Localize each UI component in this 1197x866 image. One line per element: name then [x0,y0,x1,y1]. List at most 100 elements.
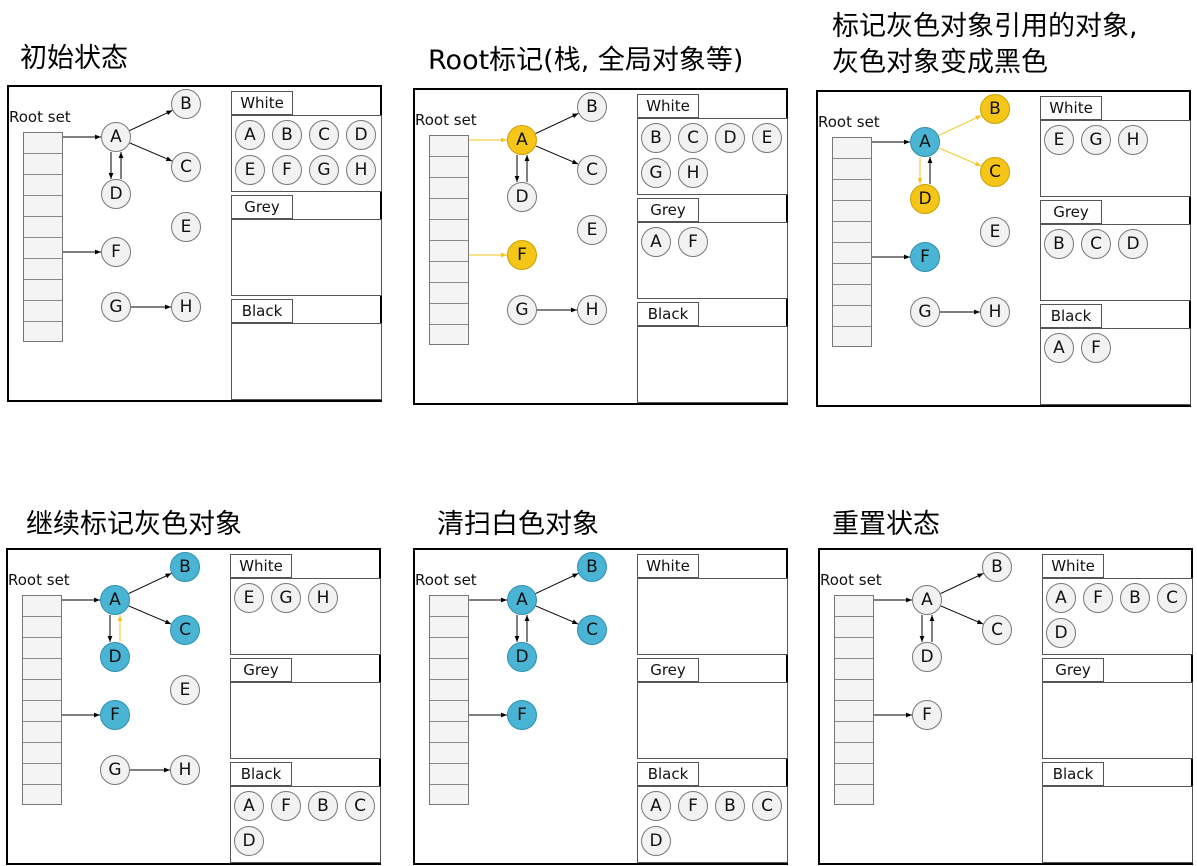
set-item-C: C [1157,583,1187,613]
grey-set-label: Grey [230,658,292,682]
set-item-C: C [1081,229,1111,259]
panel-3-title-line-2: 灰色对象变成黑色 [832,47,1048,78]
set-item-F: F [678,227,708,257]
set-item-D: D [715,123,745,153]
root-set-stack [22,595,62,805]
object-node-C: C [982,615,1012,645]
set-item-C: C [345,791,375,821]
panel-3-title-line-1: 标记灰色对象引用的对象, [832,11,1138,42]
object-node-C: C [171,152,201,182]
root-set-stack [429,135,469,345]
black-set-label: Black [637,762,699,786]
set-item-B: B [715,791,745,821]
object-node-A: A [100,585,130,615]
set-item-B: B [641,123,671,153]
object-node-F: F [101,237,131,267]
root-set-label: Root set [820,571,882,589]
set-item-G: G [271,583,301,613]
object-node-F: F [507,700,537,730]
object-node-E: E [170,675,200,705]
object-node-B: B [171,89,201,119]
edge-A-to-B [128,572,172,595]
panel-6-title: 重置状态 [832,509,940,540]
set-item-A: A [1046,583,1076,613]
root-set-label: Root set [415,571,477,589]
root-set-label: Root set [415,111,477,129]
set-item-F: F [272,155,302,185]
object-node-G: G [910,297,940,327]
grey-set-label: Grey [637,658,699,682]
object-node-B: B [982,552,1012,582]
set-item-B: B [308,791,338,821]
object-node-G: G [100,755,130,785]
set-item-E: E [1044,125,1074,155]
white-set-box [637,578,788,655]
object-node-H: H [171,292,201,322]
black-set-box [1042,786,1193,863]
object-node-G: G [101,292,131,322]
black-set-box [231,323,382,400]
white-set-label: White [231,91,293,115]
edge-A-to-B [535,572,579,595]
object-node-C: C [980,157,1010,187]
object-node-F: F [100,700,130,730]
grey-set-label: Grey [637,198,699,222]
graph-edges [469,572,579,718]
root-set-label: Root set [8,571,70,589]
grey-set-box [231,219,382,296]
object-node-E: E [171,212,201,242]
set-item-F: F [1083,583,1113,613]
object-node-A: A [910,127,940,157]
root-set-stack [834,595,874,805]
set-item-C: C [678,123,708,153]
grey-set-label: Grey [231,195,293,219]
object-node-A: A [101,122,131,152]
object-node-D: D [101,179,131,209]
edge-A-to-B [938,114,982,137]
edge-A-to-C [938,147,982,167]
root-set-stack [429,595,469,805]
grey-set-label: Grey [1042,658,1104,682]
object-node-D: D [100,642,130,672]
object-node-D: D [910,184,940,214]
graph-edges [469,112,579,313]
object-node-H: H [170,755,200,785]
object-node-E: E [980,217,1010,247]
set-item-D: D [234,826,264,856]
object-node-A: A [912,585,942,615]
object-node-B: B [980,94,1010,124]
set-item-E: E [234,583,264,613]
set-item-D: D [346,120,376,150]
white-set-label: White [230,554,292,578]
set-item-D: D [641,826,671,856]
set-item-B: B [1044,229,1074,259]
set-item-D: D [1118,229,1148,259]
set-item-H: H [1118,125,1148,155]
object-node-F: F [910,242,940,272]
set-item-A: A [1044,333,1074,363]
root-set-label: Root set [818,113,880,131]
panel-4-title: 继续标记灰色对象 [26,509,242,540]
set-item-G: G [1081,125,1111,155]
object-node-B: B [170,552,200,582]
set-item-F: F [678,791,708,821]
object-node-D: D [507,642,537,672]
set-item-E: E [752,123,782,153]
set-item-F: F [1081,333,1111,363]
edge-A-to-C [940,605,984,625]
edge-A-to-B [535,112,579,135]
graph-edges [62,572,172,773]
white-set-label: White [637,94,699,118]
object-node-D: D [507,182,537,212]
